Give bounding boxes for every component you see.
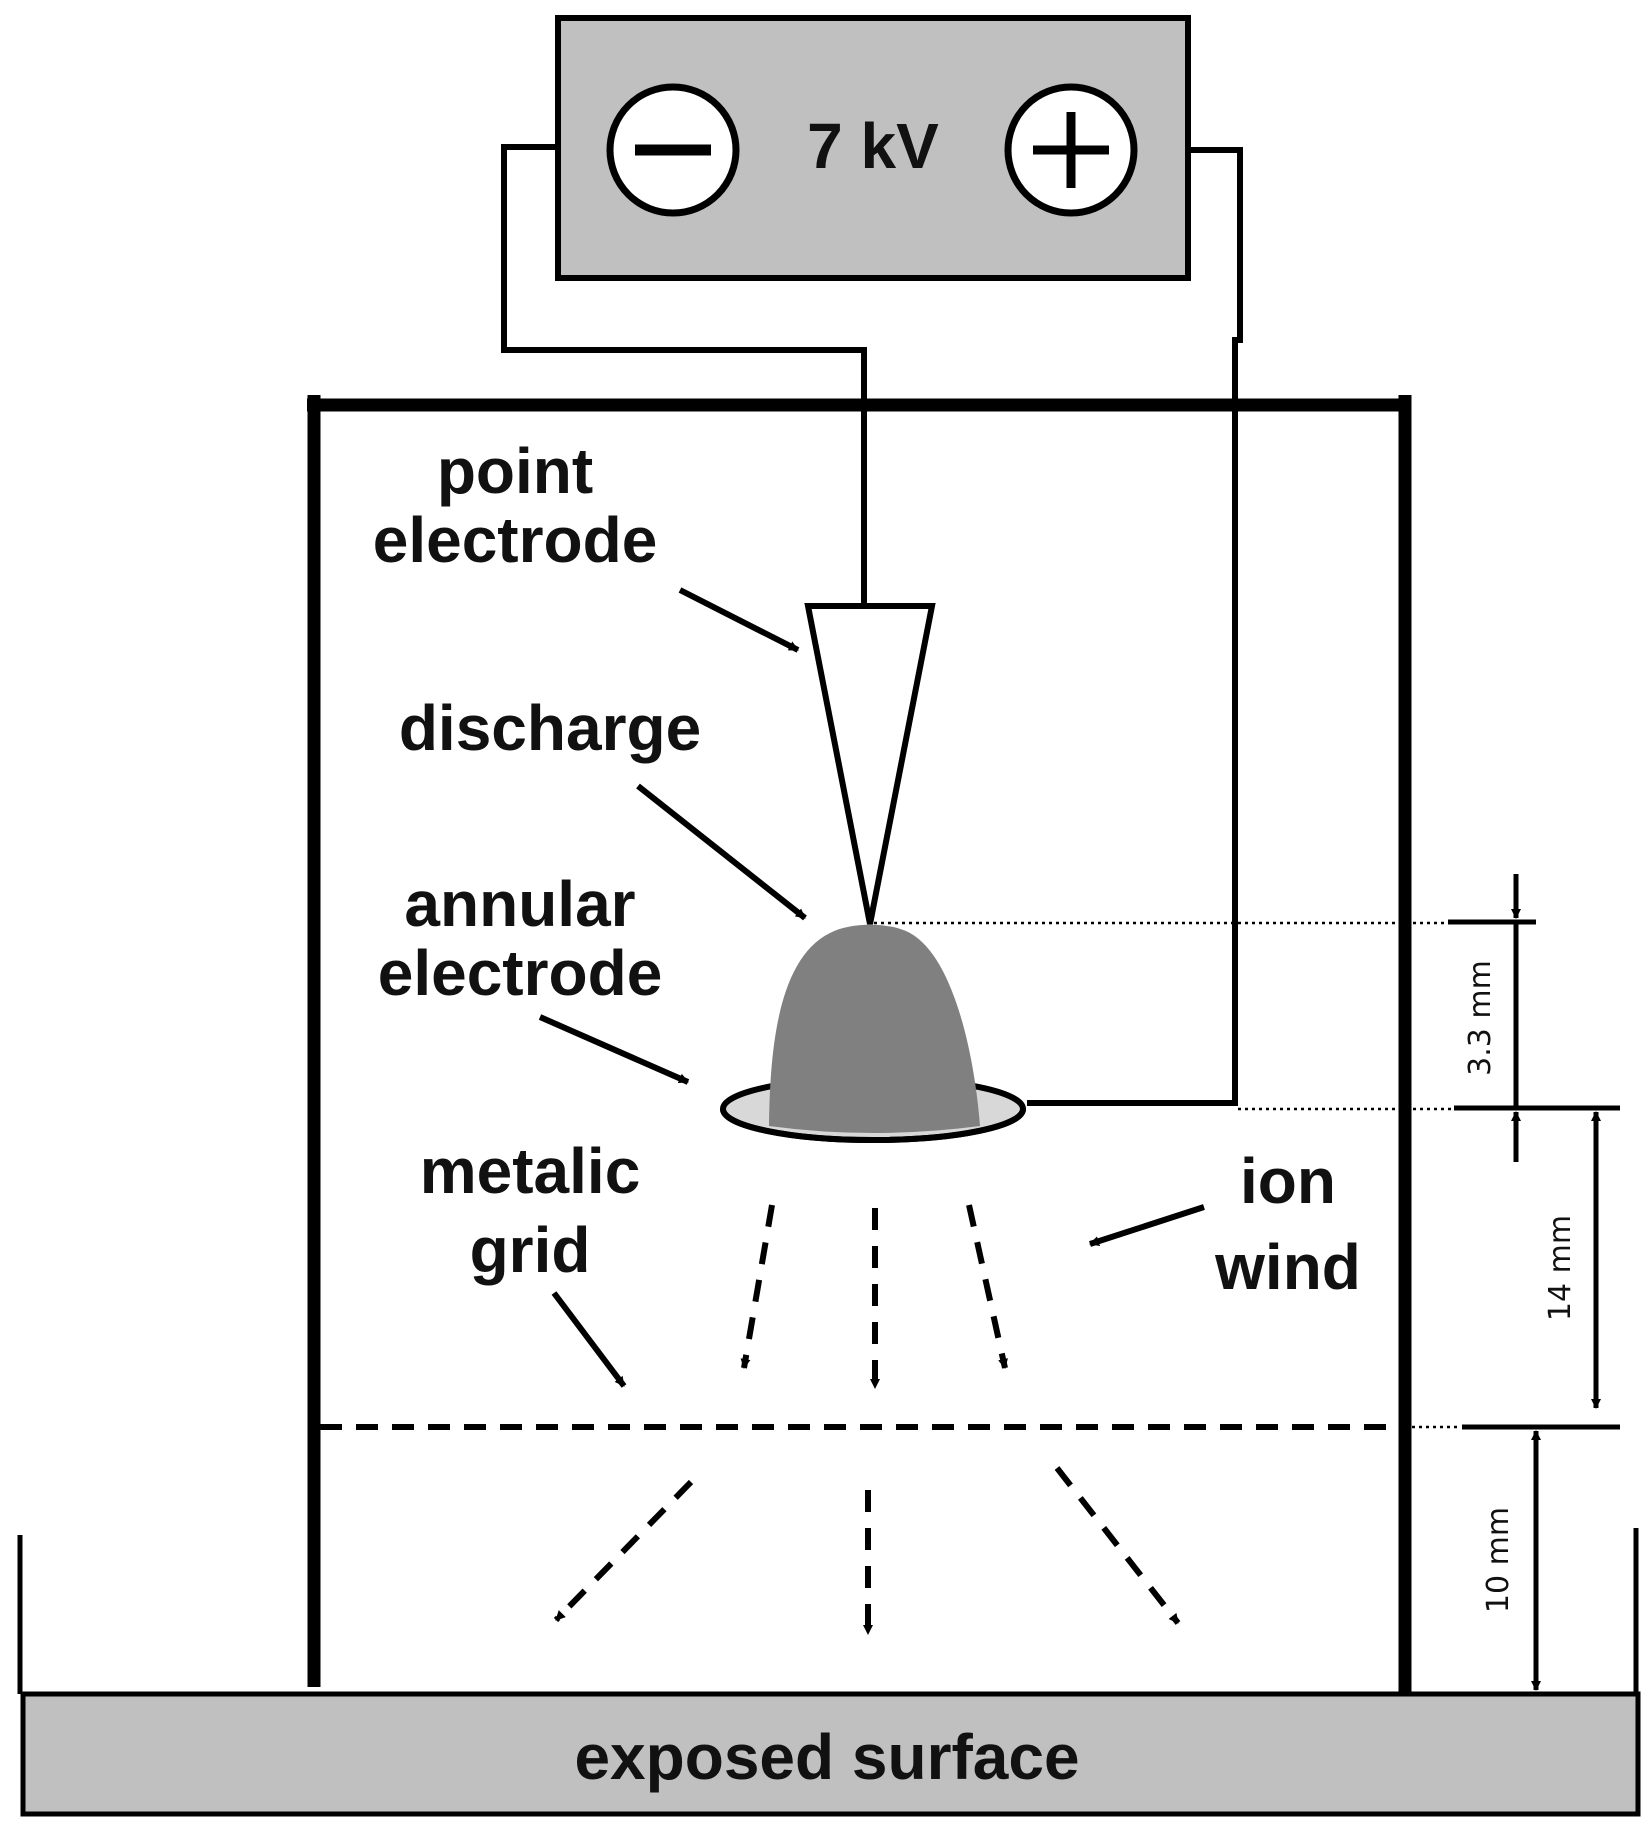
point-electrode-pointer xyxy=(678,587,800,653)
annular-electrode-front xyxy=(720,1108,1026,1143)
annular-electrode-label-line2: electrode xyxy=(378,937,663,1009)
ion-wind-lower-arrows xyxy=(553,1466,1181,1635)
ion-wind-arrow xyxy=(966,1204,1008,1369)
metalic-grid-pointer xyxy=(551,1291,627,1388)
power-supply: 7 kV xyxy=(555,15,1191,281)
ion-wind-arrow xyxy=(1054,1466,1181,1625)
dim-label-10mm: 10 mm xyxy=(1481,1507,1516,1613)
negative-wire xyxy=(501,144,867,608)
point-electrode xyxy=(804,603,936,925)
ion-wind-pointer xyxy=(1089,1204,1205,1247)
metalic-grid-label-line1: metalic xyxy=(420,1135,641,1207)
dim-label-3.3mm: 3.3 mm xyxy=(1463,960,1498,1076)
plus-icon xyxy=(1004,83,1138,217)
discharge-plume xyxy=(769,924,980,1133)
ion-wind-arrow xyxy=(553,1479,694,1623)
exposed-surface-label: exposed surface xyxy=(574,1721,1079,1793)
ion-wind-arrow xyxy=(740,1204,775,1369)
ion-wind-label-line1: ion xyxy=(1240,1145,1336,1217)
positive-wire xyxy=(1027,147,1243,1106)
dim-label-14mm: 14 mm xyxy=(1543,1215,1578,1321)
exposed-surface xyxy=(20,1691,1641,1817)
ion-wind-upper-arrows xyxy=(740,1204,1008,1389)
annular-electrode-label-line1: annular xyxy=(404,868,635,940)
metalic-grid-label-line2: grid xyxy=(470,1214,591,1286)
annular-electrode-pointer xyxy=(538,1014,690,1085)
point-electrode-label-line1: point xyxy=(437,435,593,507)
ion-wind-label-line2: wind xyxy=(1214,1231,1361,1303)
dimension-markers xyxy=(1448,874,1620,1691)
chamber xyxy=(307,395,1412,1694)
minus-icon xyxy=(606,83,740,217)
voltage-label: 7 kV xyxy=(807,110,939,182)
discharge-label: discharge xyxy=(399,692,701,764)
discharge-pointer xyxy=(636,783,807,921)
point-electrode-label-line2: electrode xyxy=(373,504,658,576)
